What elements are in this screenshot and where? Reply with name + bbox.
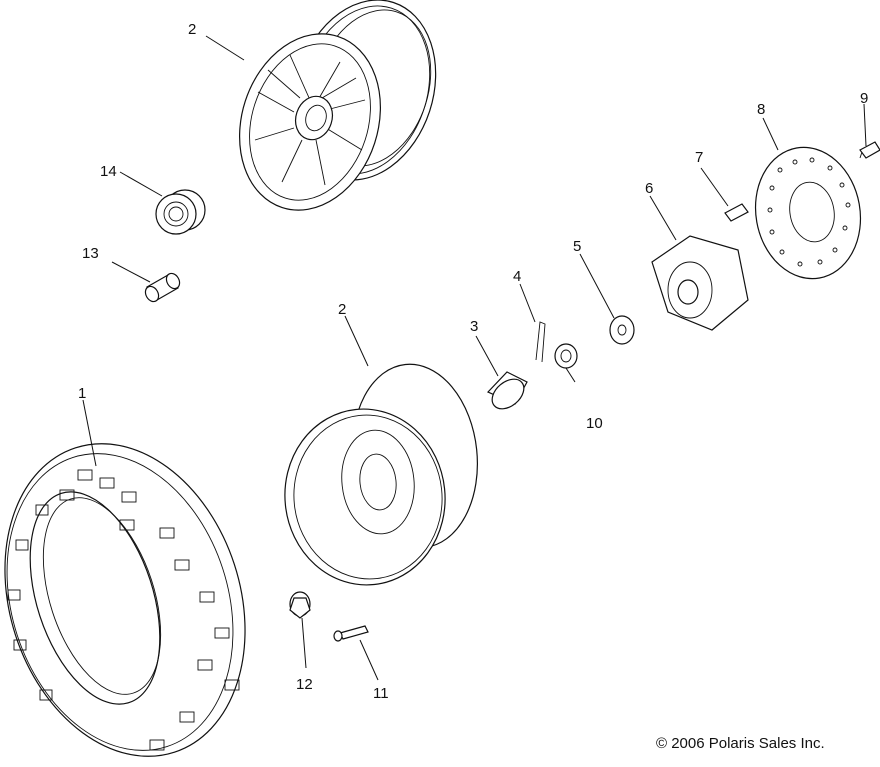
callout-7: 7 (695, 149, 703, 166)
callout-12: 12 (296, 676, 313, 693)
part-dust-cap (486, 371, 528, 410)
copyright-notice: © 2006 Polaris Sales Inc. (656, 735, 825, 752)
callout-6: 6 (645, 180, 653, 197)
part-castle-nut (554, 343, 578, 369)
callout-14: 14 (100, 163, 117, 180)
callout-9: 9 (860, 90, 868, 107)
part-bearing (155, 189, 206, 235)
part-brake-disc (754, 146, 862, 280)
callout-11: 11 (373, 685, 389, 702)
callout-1: 1 (78, 385, 86, 402)
part-wheel-steel (284, 363, 479, 586)
part-cotter-pin (535, 321, 546, 363)
part-spacer (144, 272, 181, 303)
part-stud (724, 203, 749, 222)
leader-lines (82, 35, 867, 681)
callout-8: 8 (757, 101, 765, 118)
callout-13: 13 (82, 245, 99, 262)
callout-2-upper: 2 (188, 21, 196, 38)
part-lug-nut (289, 591, 311, 619)
callout-4: 4 (513, 268, 521, 285)
part-bolt (859, 141, 880, 159)
part-hub (651, 235, 749, 331)
callout-3: 3 (470, 318, 478, 335)
part-wheel-alloy (239, 0, 437, 211)
part-washer (609, 315, 635, 345)
callouts: 1 2 2 3 4 5 6 7 8 9 10 11 12 13 14 (78, 21, 868, 702)
part-stud-bolt (333, 625, 369, 642)
callout-10: 10 (586, 415, 603, 432)
callout-2-lower: 2 (338, 301, 346, 318)
callout-5: 5 (573, 238, 581, 255)
part-tire (4, 443, 246, 757)
